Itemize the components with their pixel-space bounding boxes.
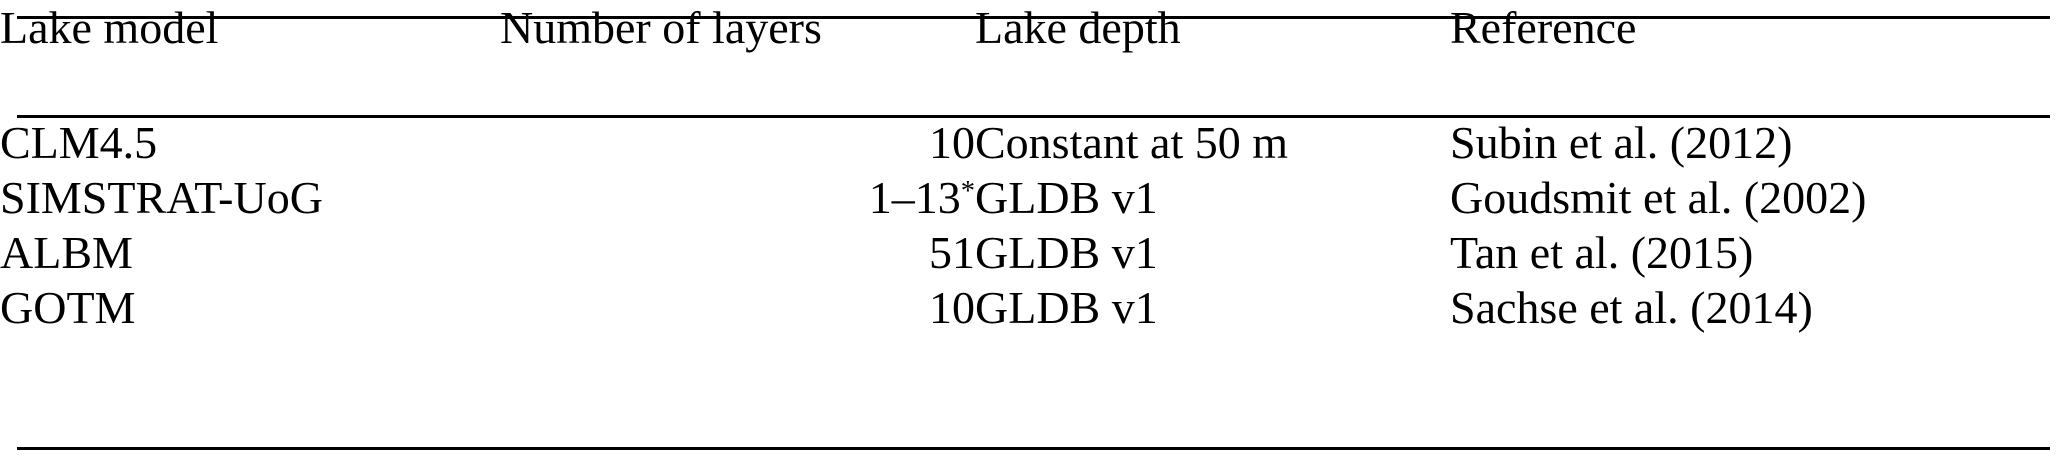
column-header-lake-model-label: Lake model xyxy=(0,2,219,53)
column-header-reference: Reference xyxy=(1450,0,2067,99)
cell-number-of-layers-value: 1–13 xyxy=(868,172,961,223)
cell-number-of-layers: 1–13* xyxy=(500,170,975,225)
column-header-lake-depth: Lake depth xyxy=(975,0,1450,99)
cell-number-of-layers-value: 10 xyxy=(929,117,975,168)
table-row: SIMSTRAT-UoG 1–13*GLDB v1 Goudsmit et al. … xyxy=(0,170,2067,225)
cell-number-of-layers-value: 10 xyxy=(929,282,975,333)
cell-lake-model: SIMSTRAT-UoG xyxy=(0,172,323,223)
cell-number-of-layers: 10 xyxy=(500,280,975,335)
column-header-lake-model: Lake model xyxy=(0,0,500,99)
column-header-number-of-layers-label: Number of layers xyxy=(500,2,822,53)
cell-reference: Subin et al. (2012) xyxy=(1450,117,1793,168)
table-rule-top xyxy=(17,16,2050,19)
cell-lake-depth: GLDB v1 xyxy=(975,282,1158,333)
cell-reference: Sachse et al. (2014) xyxy=(1450,282,1813,333)
table-header-row: Lake model Number of layers Lake depth R… xyxy=(0,0,2067,99)
column-header-lake-depth-label: Lake depth xyxy=(975,2,1181,53)
table-header: Lake model Number of layers Lake depth R… xyxy=(0,0,2067,99)
cell-lake-model: ALBM xyxy=(0,227,133,278)
column-header-number-of-layers: Number of layers xyxy=(500,0,975,99)
cell-reference: Goudsmit et al. (2002) xyxy=(1450,172,1867,223)
cell-number-of-layers-value: 51 xyxy=(929,227,975,278)
cell-lake-model: GOTM xyxy=(0,282,136,333)
table-rule-midrule xyxy=(17,115,2050,118)
cell-lake-depth: GLDB v1 xyxy=(975,227,1158,278)
footnote-marker-asterisk: * xyxy=(960,176,975,208)
cell-number-of-layers: 51 xyxy=(500,225,975,280)
table-rule-bottom xyxy=(17,447,2050,450)
cell-lake-model: CLM4.5 xyxy=(0,117,158,168)
cell-lake-depth: GLDB v1 xyxy=(975,172,1158,223)
table: Lake model Number of layers Lake depth R… xyxy=(0,0,2067,335)
cell-number-of-layers: 10 xyxy=(500,99,975,170)
cell-reference: Tan et al. (2015) xyxy=(1450,227,1754,278)
cell-lake-depth: Constant at 50 m xyxy=(975,117,1289,168)
column-header-reference-label: Reference xyxy=(1450,2,1637,53)
